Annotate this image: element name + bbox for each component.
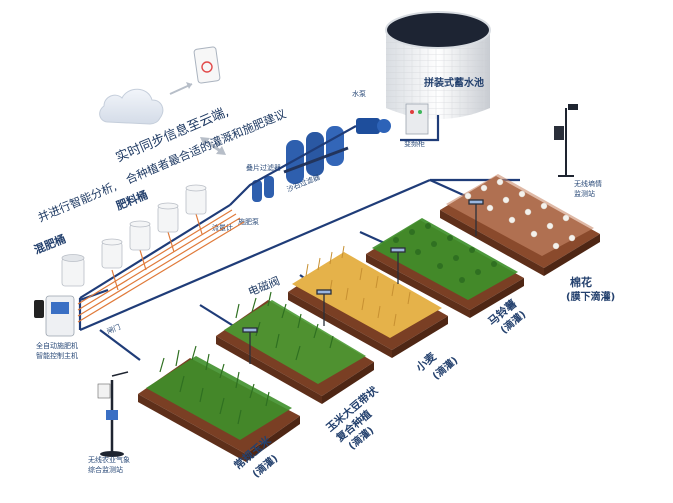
cotton-method: (膜下滴灌) xyxy=(566,290,615,303)
fertilizer-lines xyxy=(77,209,245,323)
water-tank xyxy=(385,11,491,119)
weather-station-label: 无线农业气象 xyxy=(88,455,130,464)
cloud-icon xyxy=(99,88,164,125)
control-cabinet-label: 变频柜 xyxy=(404,139,425,148)
sync-arrow-icon xyxy=(169,82,226,155)
sand-filter-icon xyxy=(283,126,349,184)
mesh-filter-label: 叠片过滤器 xyxy=(246,163,281,172)
field-sensors xyxy=(242,199,484,364)
field-intercrop xyxy=(216,291,374,404)
solenoid-label: 电磁阀 xyxy=(246,273,282,298)
headline-line3: 并进行智能分析, xyxy=(36,179,119,225)
fert-pump-label: 施肥泵 xyxy=(238,217,259,226)
cotton-name: 棉花 xyxy=(570,275,592,289)
control-cabinet-icon xyxy=(405,103,429,135)
soil-station-sub: 监测站 xyxy=(574,189,595,198)
mesh-filter-icon xyxy=(252,176,274,202)
mix-tank-label: 混肥桶 xyxy=(32,231,68,256)
controller-sub-label: 智能控制主机 xyxy=(36,351,78,360)
controller-icon xyxy=(34,295,75,337)
weather-station-sub: 综合监测站 xyxy=(88,465,123,474)
valve-label: 闸门 xyxy=(105,322,121,336)
flowmeter-label: 流量计 xyxy=(212,223,233,232)
soil-station-icon xyxy=(554,104,578,177)
pump-label: 水泵 xyxy=(352,89,366,98)
field-cotton xyxy=(440,174,600,276)
phone-icon xyxy=(193,46,221,84)
soil-station-label: 无线墒情 xyxy=(574,179,602,188)
controller-label: 全自动施肥机 xyxy=(36,341,78,350)
fertilizer-tanks xyxy=(101,184,207,269)
field-potato xyxy=(366,218,524,318)
field-corn xyxy=(138,345,300,462)
weather-station-icon xyxy=(97,371,129,457)
fert-tanks-label: 肥料桶 xyxy=(114,187,150,212)
pump-icon xyxy=(356,118,391,134)
mix-tank xyxy=(61,254,85,287)
field-wheat xyxy=(288,245,448,358)
tank-label: 拼装式蓄水池 xyxy=(424,76,484,89)
